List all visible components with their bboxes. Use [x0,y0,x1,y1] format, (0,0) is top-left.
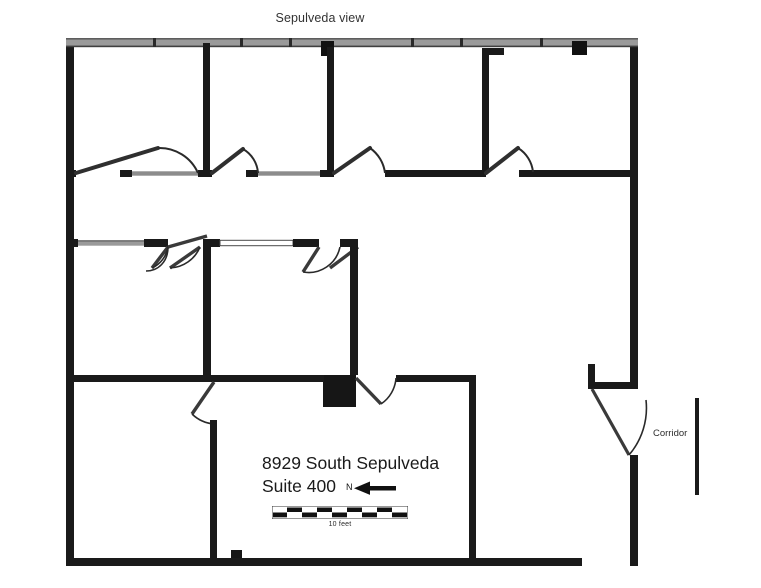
door-swing-arc [157,146,199,174]
north-indicator: N [346,477,397,498]
wall-jog-office-3 [482,48,504,55]
door-swing-arc [151,246,169,269]
partition-glass-band [78,240,144,246]
wall-corridor-outer [695,398,699,495]
wall-segment [340,239,358,247]
wall-vertical-lower-left [210,420,217,566]
window-mullion [540,38,543,47]
scale-bar-top-row [273,507,407,512]
window-glass-band [66,38,638,47]
exterior-walls [66,38,638,566]
wall-segment [385,170,486,177]
door-swing-arc [517,147,534,173]
wall-corridor-jamb [588,364,595,384]
wall-vertical-office-2 [327,47,334,173]
wall-exterior-bottom [66,558,582,566]
wall-band-lower [66,375,476,566]
door-leaf [210,147,245,175]
wall-band-north-corridor [66,170,638,177]
door-leaf [169,245,201,270]
doors-north-row [74,146,534,175]
wall-vertical-office-1 [203,43,210,173]
wall-vertical-office-3 [482,55,489,173]
wall-segment [66,239,78,247]
door-leaf [167,234,208,249]
door-leaf [332,146,372,175]
door-swing-arc-corridor [628,399,648,456]
suite-and-north-row: Suite 400 N [262,474,522,498]
wall-segment [144,239,168,247]
window-mullion [460,38,463,47]
scale-bar-caption: 10 feet [328,521,352,528]
wall-segment [396,375,476,382]
door-leaf-corridor[interactable] [590,388,631,456]
address-line-1: 8929 South Sepulveda [262,453,440,473]
wall-segment [66,375,324,382]
door-leaf [150,245,170,270]
walls-office-row-north [203,43,504,173]
wall-segment [519,170,638,177]
window-mullion [240,38,243,47]
wall-segment [120,170,132,177]
wall-vertical-lower-right [469,375,476,566]
scale-bar-graphic [272,506,408,519]
door-leaf [484,146,520,175]
door-swing-arc [302,246,341,274]
partition-glass-band [132,171,198,176]
door-leaf [354,376,383,406]
title-block: 8929 South Sepulveda Suite 400 N [262,453,522,498]
north-arrow-icon [354,481,397,495]
window-frame-bottom-line [66,45,638,48]
window-mullion [153,38,156,47]
address-line-2: Suite 400 [262,475,336,496]
door-leaf [190,381,216,415]
door-leaf [301,246,321,273]
north-letter-label: N [345,482,353,492]
scale-bar-bottom-row [273,512,407,518]
door-leaf [74,146,160,175]
partition-frame-line [78,240,144,242]
wall-exterior-right-upper [630,38,638,382]
structural-columns [231,41,587,558]
door-swing-arc [242,148,259,174]
walls-middle-vertical [203,239,358,375]
column-north-right [572,41,587,55]
wall-band-middle [66,239,358,247]
wall-corridor-notch-top [588,382,638,389]
door-swing-arc [169,246,201,269]
wall-segment [293,239,319,247]
wall-exterior-left [66,38,74,566]
partition-glass-band [258,171,320,176]
wall-vertical-mid-right [350,239,358,375]
window-frame-top-line [66,38,638,40]
scale-bar: 10 feet [272,506,408,528]
wall-segment [320,170,334,177]
wall-exterior-right-lower [630,455,638,566]
view-direction-label: Sepulveda view [275,11,365,25]
window-mullion [411,38,414,47]
wall-segment [203,239,220,247]
wall-vertical-mid-left [203,239,211,375]
door-swing-arc [369,147,386,174]
column-bottom-wall [231,550,242,558]
corridor-label: Corridor [653,428,688,439]
door-swing-arc [380,377,397,405]
lower-left-room [190,381,217,566]
corridor-zone [590,388,699,495]
window-mullion [289,38,292,47]
wall-segment [66,170,76,177]
wall-segment [246,170,258,177]
partition-glass-band [219,239,294,247]
window-wall-north [66,38,638,48]
column-service-core [323,375,356,407]
wall-segment [198,170,212,177]
